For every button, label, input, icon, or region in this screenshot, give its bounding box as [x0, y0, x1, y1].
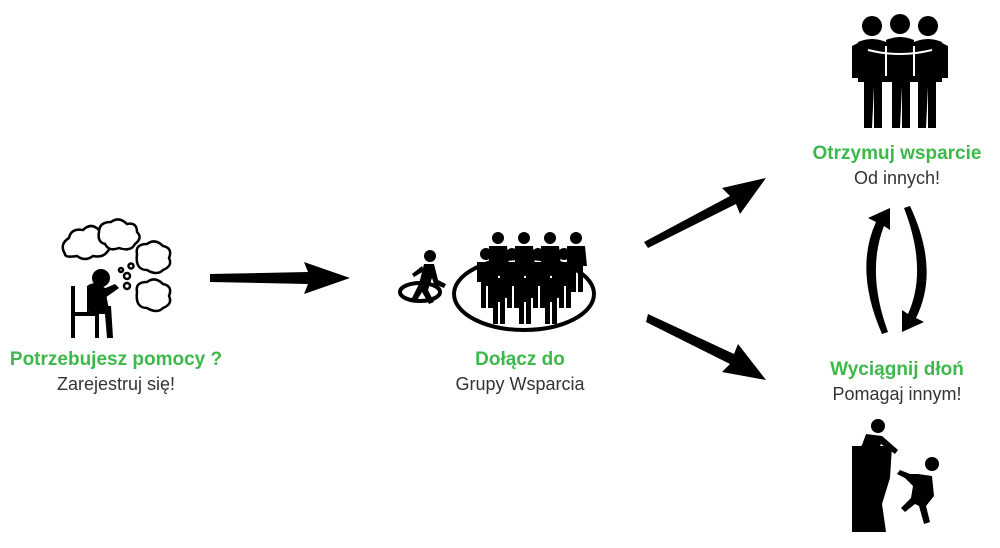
- step-title: Otrzymuj wsparcie: [812, 143, 982, 164]
- crowd-person-head: [570, 232, 582, 244]
- step-help-others: Wyciągnij dłoń Pomagaj innym!: [790, 358, 1000, 406]
- crowd-person-head: [480, 248, 492, 260]
- step-title: Dołącz do: [475, 349, 565, 370]
- stressed-person-thought-clouds-icon: [61, 218, 172, 338]
- step-get-support: Otrzymuj wsparcie Od innych!: [790, 142, 1000, 190]
- crowd-person-head: [558, 248, 570, 260]
- cycle-arrows-icon: [866, 206, 927, 334]
- step-subtitle: Zarejestruj się!: [56, 374, 176, 394]
- crowd-person-head: [492, 264, 504, 276]
- crowd-person-head: [506, 248, 518, 260]
- arrow-right-icon: [210, 262, 350, 294]
- step-subtitle: Od innych!: [853, 168, 941, 188]
- step-title: Potrzebujesz pomocy ?: [9, 349, 223, 370]
- crowd-person-body: [489, 278, 509, 324]
- crowd-person-body: [515, 278, 535, 324]
- crowd-person-body: [541, 278, 561, 324]
- crowd-person-head: [518, 232, 530, 244]
- step-join-group: Dołącz do Grupy Wsparcia: [408, 348, 632, 396]
- crowd-person-head: [518, 264, 530, 276]
- crowd-person-head: [544, 232, 556, 244]
- step-subtitle: Pomagaj innym!: [832, 384, 962, 404]
- crowd-person-head: [492, 232, 504, 244]
- step-title: Wyciągnij dłoń: [830, 359, 964, 380]
- person-joining-group-icon: [398, 232, 596, 332]
- arrow-up-right-icon: [644, 178, 766, 248]
- crowd-person-head: [544, 264, 556, 276]
- group-huddle-icon: [852, 14, 948, 128]
- crowd-person-head: [532, 248, 544, 260]
- step-subtitle: Grupy Wsparcia: [455, 374, 585, 394]
- step-need-help: Potrzebujesz pomocy ? Zarejestruj się!: [0, 348, 232, 396]
- helping-hand-climb-icon: [852, 419, 939, 532]
- arrow-down-right-icon: [646, 314, 766, 380]
